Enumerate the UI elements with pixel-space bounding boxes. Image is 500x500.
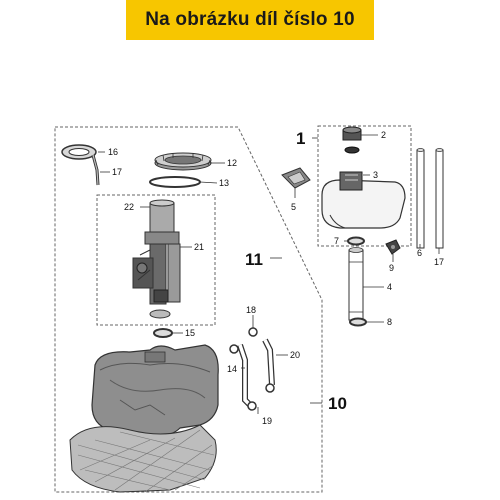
part-19-clamps [247, 383, 275, 411]
callout-12: 12 [227, 158, 237, 168]
callout-2: 2 [381, 130, 386, 140]
part-5-bracket [281, 167, 311, 189]
callout-4: 4 [387, 282, 392, 292]
assembly-10-outline [54, 126, 323, 493]
callout-7: 7 [334, 236, 339, 246]
callout-15: 15 [185, 328, 195, 338]
part-16-filler-ring [61, 144, 100, 186]
callout-17-left: 17 [112, 167, 122, 177]
part-21-fuel-pump [132, 199, 181, 319]
part-18-clamps [229, 327, 258, 354]
part-13-gasket [149, 176, 201, 188]
part-4-filler-pipe [348, 247, 364, 321]
callout-19: 19 [262, 416, 272, 426]
callout-1: 1 [296, 129, 305, 148]
part-8-ring [349, 317, 367, 327]
callout-3: 3 [373, 170, 378, 180]
part-15-o-ring [153, 328, 173, 338]
callout-22: 22 [124, 202, 134, 212]
part-7-ring [347, 236, 365, 246]
part-20-hose [262, 338, 275, 386]
callout-16: 16 [108, 147, 118, 157]
callout-10: 10 [328, 394, 347, 413]
part-9-grommet [385, 239, 401, 255]
part-number-banner: Na obrázku díl číslo 10 [126, 0, 374, 40]
callout-17-right: 17 [434, 257, 444, 267]
callout-14: 14 [227, 364, 237, 374]
callout-6: 6 [417, 248, 422, 258]
assembly-1-outline [317, 125, 412, 247]
part-17-rod [435, 148, 444, 249]
part-14-hose [237, 344, 253, 408]
callout-11: 11 [245, 250, 263, 269]
part-2-reservoir-cap [342, 126, 362, 154]
callout-21: 21 [194, 242, 204, 252]
part-12-fuel-cap-ring [154, 152, 212, 171]
part-6-rod [416, 148, 425, 249]
part-3-reservoir [321, 171, 406, 229]
callout-13: 13 [219, 178, 229, 188]
callout-5: 5 [291, 202, 296, 212]
part-10-fuel-tank [69, 344, 219, 493]
leader-lines [98, 134, 440, 414]
callout-20: 20 [290, 350, 300, 360]
callout-9: 9 [389, 263, 394, 273]
callout-8: 8 [387, 317, 392, 327]
assembly-11-outline [96, 194, 216, 326]
callout-18: 18 [246, 305, 256, 315]
